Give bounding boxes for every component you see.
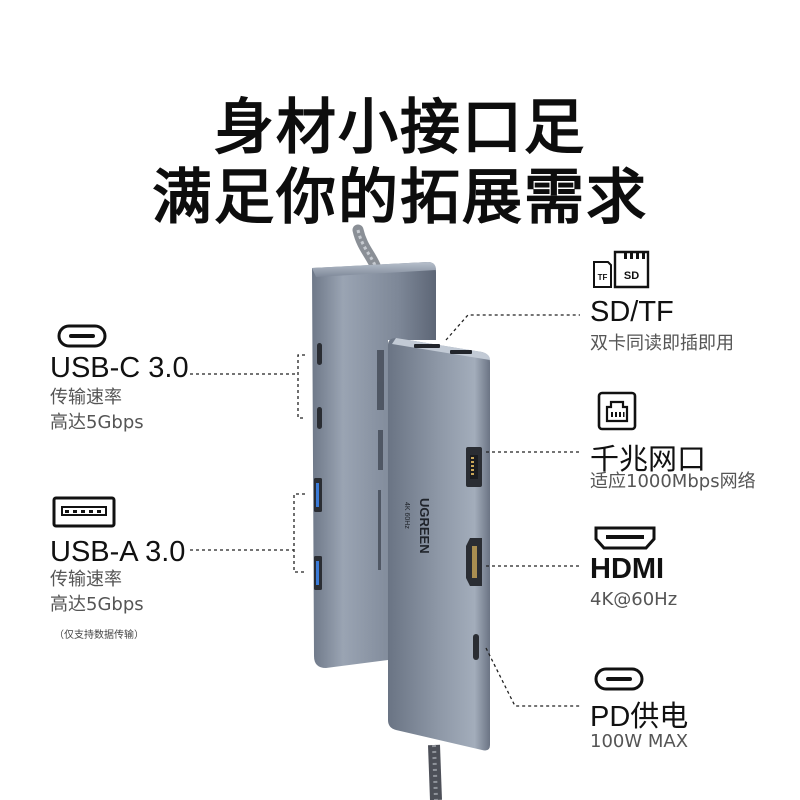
usb-c-pd-icon [594, 667, 644, 691]
usb-a-desc-2: 高达5Gbps [50, 594, 144, 615]
sd-card-label: SD [624, 270, 639, 282]
usb-c-pd-port [473, 634, 479, 660]
hdmi-title: HDMI [590, 553, 665, 585]
usb-c-port-1 [317, 343, 322, 365]
sd-tf-title: SD/TF [590, 296, 674, 328]
usb-a-note: （仅支持数据传输） [54, 630, 144, 641]
cable-bottom [428, 744, 442, 800]
ethernet-desc: 适应1000Mbps网络 [590, 471, 756, 492]
ethernet-title: 千兆网口 [590, 444, 707, 476]
usb-c-desc-1: 传输速率 [50, 387, 122, 408]
pd-title: PD供电 [590, 701, 689, 733]
cable-top [352, 224, 382, 274]
device-brand-label: UGREEN [417, 498, 432, 554]
usb-a-icon [52, 496, 116, 528]
headline-line-1: 身材小接口足 [214, 93, 586, 163]
usb-c-icon [57, 324, 107, 348]
tf-card-label: TF [598, 273, 608, 282]
usb-c-title: USB-C 3.0 [50, 352, 189, 384]
ethernet-port-icon [597, 391, 637, 431]
hdmi-desc: 4K@60Hz [590, 589, 678, 610]
sd-tf-card-icon: TF SD [593, 250, 650, 289]
pd-desc: 100W MAX [590, 731, 689, 752]
device-spec-label: 4K 60Hz [403, 502, 410, 529]
hdmi-port [466, 538, 482, 586]
usb-a-desc-1: 传输速率 [50, 569, 122, 590]
headline-line-2: 满足你的拓展需求 [152, 163, 648, 233]
ethernet-port [466, 447, 482, 487]
sd-slot [414, 344, 440, 348]
hub-front-body: UGREEN 4K 60Hz [388, 338, 490, 751]
tf-slot [450, 350, 472, 354]
sd-tf-desc: 双卡同读即插即用 [590, 333, 734, 354]
usb-c-desc-2: 高达5Gbps [50, 412, 144, 433]
usb-c-port-2 [317, 407, 322, 429]
usb-a-title: USB-A 3.0 [50, 536, 186, 568]
callout-lines [190, 314, 580, 707]
hub-back-body [312, 262, 436, 668]
hdmi-icon [594, 526, 656, 550]
